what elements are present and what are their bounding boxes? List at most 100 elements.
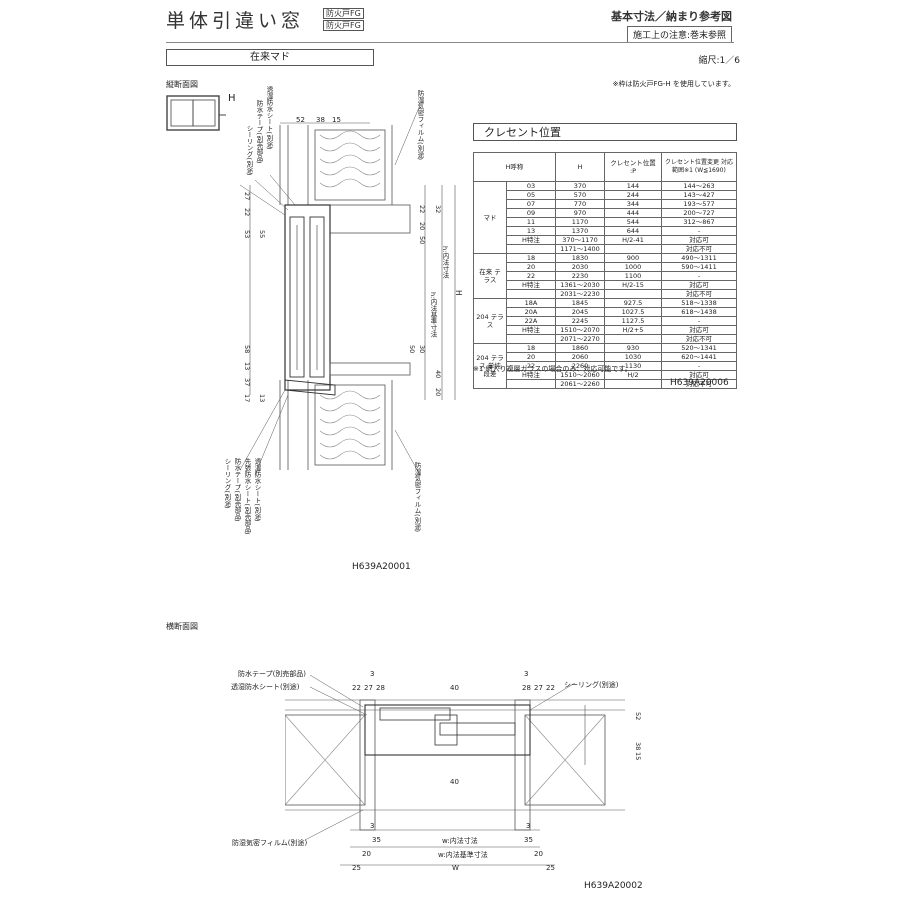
label-vapor-film: 防湿気密フィルム(別途) (413, 462, 421, 533)
frame-note: ※枠は防火戸FG-H を使用しています。 (612, 80, 735, 88)
column-header: クレセント位置変更 対応範囲※1 (W≦1690) (661, 152, 737, 182)
dim-3: 3 (370, 822, 375, 830)
table-header-row: H呼称 H クレセント位置 :P クレセント位置変更 対応範囲※1 (W≦169… (473, 152, 737, 182)
table-cell: 2045 (555, 307, 605, 317)
table-cell: 1027.5 (604, 307, 662, 317)
dim-3: 3 (370, 670, 375, 678)
table-cell: 1361～2030 (555, 280, 605, 290)
table-cell: 2060 (555, 352, 605, 362)
table-cell: 2031～2230 (555, 289, 605, 299)
crescent-footnote: ※1 網入り複層ガラスの場合のみ、対応可能です。 (473, 365, 632, 373)
table-cell: 312～867 (661, 217, 737, 227)
dim-3: 3 (526, 822, 531, 830)
table-cell: 193～577 (661, 199, 737, 209)
table-cell: 18A (506, 298, 556, 308)
dim-25: 25 (546, 864, 555, 872)
table-cell: 1370 (555, 226, 605, 236)
dim-H: H (454, 290, 463, 296)
table-cell: 対応不可 (661, 244, 737, 254)
table-cell: 2030 (555, 262, 605, 272)
table-cell: - (661, 316, 737, 326)
dim-right: 20 (434, 388, 442, 397)
dim-27: 27 (364, 684, 373, 692)
table-cell: 対応可 (661, 235, 737, 245)
dim-25: 25 (352, 864, 361, 872)
dim-28: 28 (522, 684, 531, 692)
table-cell: 対応不可 (661, 334, 737, 344)
table-cell: 2245 (555, 316, 605, 326)
dim-left: 17 (243, 394, 251, 403)
horizontal-section-title: 横断面図 (166, 622, 198, 631)
group-name-cell: マド (473, 181, 507, 254)
table-row: 1171～1400 対応不可 (474, 244, 737, 254)
table-cell: 対応不可 (661, 379, 737, 389)
table-cell: 444 (604, 208, 662, 218)
label-waterproof-tape: 防水テープ(別売部品) (238, 670, 307, 678)
dim-h-inner: h:内法寸法 (441, 246, 449, 279)
fire-door-badge: 防火戸FG (323, 20, 364, 31)
horizontal-section-drawing (285, 675, 625, 866)
fire-door-badges: 防火戸FG 防火戸FG (323, 8, 364, 32)
table-cell: 927.5 (604, 298, 662, 308)
table-cell: 1171～1400 (555, 244, 605, 254)
table-cell: 20 (506, 352, 556, 362)
table-cell: 22 (506, 271, 556, 281)
dim-35: 35 (524, 836, 533, 844)
table-cell (604, 379, 662, 389)
label-vapor-film: 防湿気密フィルム(別途) (416, 90, 424, 161)
dim-left: 13 (258, 394, 266, 403)
table-cell: 1845 (555, 298, 605, 308)
dim-38: 38 (316, 116, 325, 124)
table-cell: 144～263 (661, 181, 737, 191)
dim-right: 20 (418, 222, 426, 231)
dim-right: 22 (418, 205, 426, 214)
table-cell (506, 289, 556, 299)
column-header: クレセント位置 :P (604, 152, 662, 182)
table-cell (506, 334, 556, 344)
construction-note: 施工上の注意:巻末参照 (626, 26, 732, 43)
table-cell: 620～1441 (661, 352, 737, 362)
table-cell: 2230 (555, 271, 605, 281)
table-cell (604, 334, 662, 344)
dim-38: 38 (634, 742, 642, 751)
table-cell: H特注 (506, 325, 556, 335)
table-cell: 1830 (555, 253, 605, 263)
dim-28: 28 (376, 684, 385, 692)
dim-left: 55 (258, 230, 266, 239)
table-cell: 930 (604, 343, 662, 353)
table-cell: 対応可 (661, 325, 737, 335)
section-name: 在来マド (166, 49, 374, 66)
table-cell: 244 (604, 190, 662, 200)
table-cell: 1030 (604, 352, 662, 362)
table-cell: 1510～2070 (555, 325, 605, 335)
table-cell (506, 379, 556, 389)
table-cell: 370～1170 (555, 235, 605, 245)
label-sealing: シーリング(別途) (245, 125, 253, 176)
label-breathable-sheet: 透湿防水シート(別途) (231, 683, 300, 691)
dim-h-base: h:内法基準寸法 (429, 292, 437, 338)
table-cell: 1100 (604, 271, 662, 281)
dim-right: 32 (434, 205, 442, 214)
table-cell: - (661, 271, 737, 281)
table-cell (506, 244, 556, 254)
dim-3: 3 (524, 670, 529, 678)
table-cell: 03 (506, 181, 556, 191)
label-waterproof-tape: 防水テープ(別売部品) (255, 100, 263, 164)
crescent-code: H639A20006 (670, 378, 729, 388)
dim-right: 30 (418, 345, 426, 354)
dim-left: 27 (243, 192, 251, 201)
h-label: H (228, 93, 236, 104)
table-cell: 対応不可 (661, 289, 737, 299)
table-cell: 544 (604, 217, 662, 227)
table-cell: 518～1338 (661, 298, 737, 308)
dim-52: 52 (634, 712, 642, 721)
